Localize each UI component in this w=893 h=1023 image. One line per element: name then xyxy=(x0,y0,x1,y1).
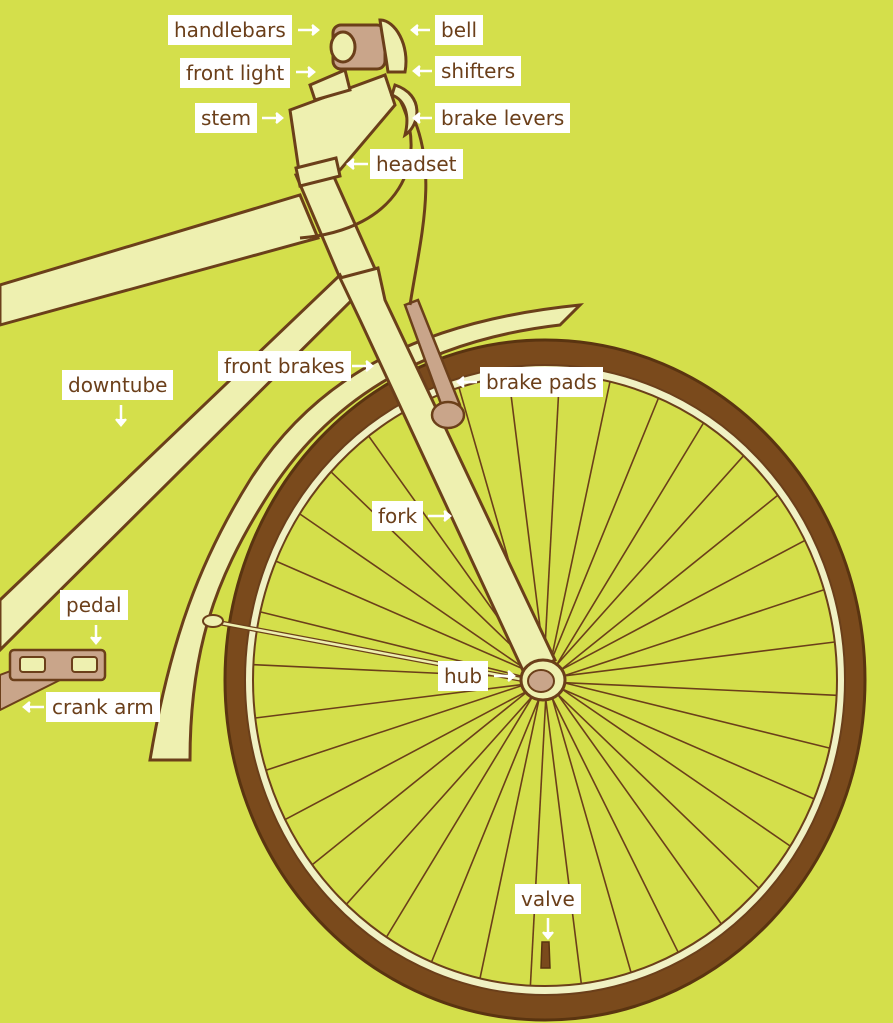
front-light-arrow xyxy=(296,67,314,77)
pedal-slot-left xyxy=(20,657,45,672)
stem-arrow xyxy=(262,113,282,123)
pedal-slot-right xyxy=(72,657,97,672)
label-handlebars: handlebars xyxy=(168,15,292,45)
pedal-arrow xyxy=(91,625,101,643)
label-front-light: front light xyxy=(180,58,290,88)
handlebar-end xyxy=(331,32,355,62)
label-front-brakes: front brakes xyxy=(218,351,351,381)
fender-bolt xyxy=(203,615,223,627)
downtube-arrow xyxy=(116,405,126,425)
shifters-arrow xyxy=(414,66,432,76)
label-valve: valve xyxy=(515,884,581,914)
brake-lever-shape xyxy=(392,85,417,135)
label-pedal: pedal xyxy=(60,590,128,620)
label-shifters: shifters xyxy=(435,56,521,86)
valve-stem xyxy=(541,942,550,968)
label-headset: headset xyxy=(370,149,463,179)
bell-arrow xyxy=(412,25,430,35)
label-brake-pads: brake pads xyxy=(480,367,603,397)
label-stem: stem xyxy=(195,103,257,133)
label-bell: bell xyxy=(435,15,483,45)
handlebars-arrow xyxy=(298,25,318,35)
label-brake-levers: brake levers xyxy=(435,103,570,133)
label-downtube: downtube xyxy=(62,370,173,400)
hub-center xyxy=(528,670,554,692)
headset-arrow xyxy=(348,159,368,169)
label-crank-arm: crank arm xyxy=(46,692,160,722)
crank-arm-arrow xyxy=(24,702,44,712)
brake-pad xyxy=(432,402,464,428)
label-hub: hub xyxy=(438,661,488,691)
brake-levers-arrow xyxy=(414,113,432,123)
top-tube xyxy=(0,195,318,325)
label-fork: fork xyxy=(372,501,423,531)
